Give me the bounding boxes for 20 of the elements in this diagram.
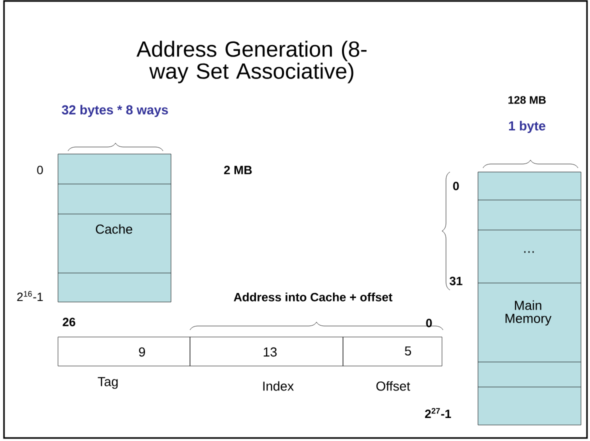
field-label: Tag bbox=[98, 377, 118, 389]
memory-block: … Main Memory bbox=[478, 172, 582, 426]
bit-field-box: 9 bbox=[58, 336, 190, 366]
annotation: Address into Cache + offset bbox=[234, 292, 392, 302]
annotation: 128 MB bbox=[508, 96, 546, 104]
memory-block: Cache bbox=[58, 154, 172, 302]
annotation: 2 MB bbox=[224, 166, 252, 174]
annotation: 0 bbox=[37, 166, 43, 174]
annotation: 26 bbox=[62, 318, 76, 326]
annotation: 2$^{16}$-1 bbox=[17, 291, 43, 301]
annotation: 32 bytes * 8 ways bbox=[62, 104, 168, 118]
annotation: 1 byte bbox=[509, 120, 546, 134]
annotation: 31 bbox=[450, 276, 462, 286]
annotation: 2$^{27}$-1 bbox=[425, 408, 452, 418]
title: Address Generation (8-way Set Associative) bbox=[136, 40, 367, 84]
bit-field-box: 13 bbox=[190, 336, 344, 366]
bit-field-box: 5 bbox=[342, 336, 442, 366]
annotation: 0 bbox=[453, 182, 459, 190]
field-label: Index bbox=[263, 381, 294, 391]
field-label: Offset bbox=[376, 381, 410, 391]
